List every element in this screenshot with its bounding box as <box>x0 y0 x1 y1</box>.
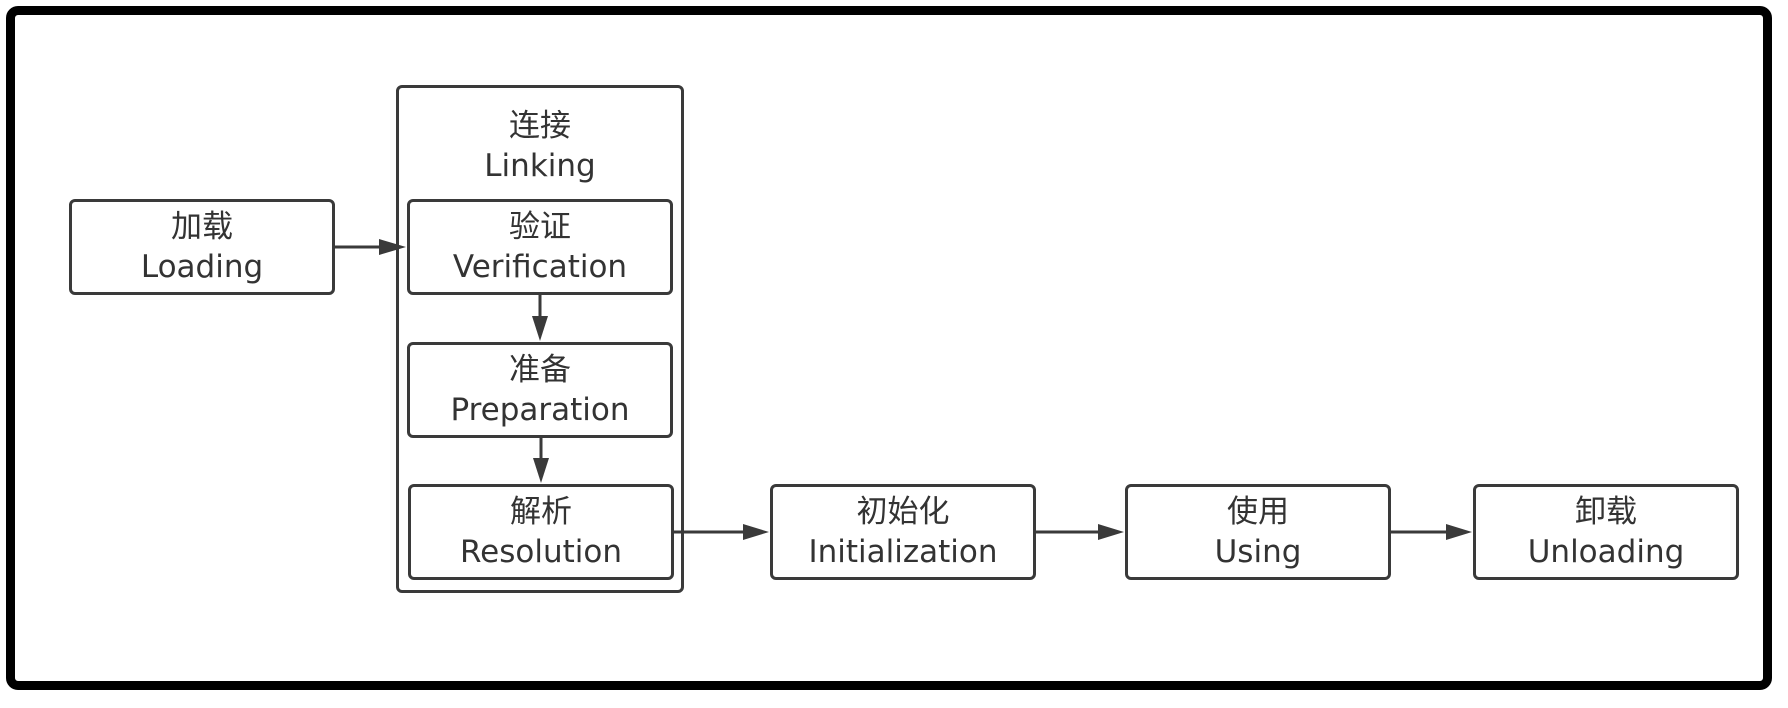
node-verification-en: Verification <box>452 249 628 285</box>
node-preparation-zh: 准备 <box>509 352 571 388</box>
node-resolution: 解析 Resolution <box>408 484 674 580</box>
node-using: 使用 Using <box>1125 484 1391 580</box>
node-unloading-en: Unloading <box>1527 534 1685 570</box>
node-loading-en: Loading <box>140 249 264 285</box>
edge-preparation-to-resolution-arrowhead <box>533 458 549 483</box>
node-loading-zh: 加载 <box>171 209 233 245</box>
linking-title-en: Linking <box>484 148 596 184</box>
node-resolution-zh: 解析 <box>510 494 572 530</box>
node-verification: 验证 Verification <box>407 199 673 295</box>
node-verification-zh: 验证 <box>509 209 571 245</box>
node-unloading: 卸载 Unloading <box>1473 484 1739 580</box>
node-initialization: 初始化 Initialization <box>770 484 1036 580</box>
node-preparation-en: Preparation <box>450 392 630 428</box>
node-loading: 加载 Loading <box>69 199 335 295</box>
linking-group-title: 连接 Linking <box>399 106 681 186</box>
node-using-zh: 使用 <box>1227 494 1289 530</box>
node-using-en: Using <box>1214 534 1302 570</box>
node-resolution-en: Resolution <box>460 534 622 570</box>
node-initialization-zh: 初始化 <box>856 494 950 530</box>
edge-initialization-to-using-arrowhead <box>1098 524 1124 540</box>
linking-title-zh: 连接 <box>509 108 571 144</box>
edge-loading-to-verification-arrowhead <box>379 239 406 255</box>
node-initialization-en: Initialization <box>808 534 998 570</box>
node-preparation: 准备 Preparation <box>407 342 673 438</box>
edge-using-to-unloading-arrowhead <box>1446 524 1472 540</box>
edge-verification-to-preparation-arrowhead <box>532 316 548 341</box>
node-unloading-zh: 卸载 <box>1575 494 1637 530</box>
edge-resolution-to-initialization-arrowhead <box>743 524 769 540</box>
